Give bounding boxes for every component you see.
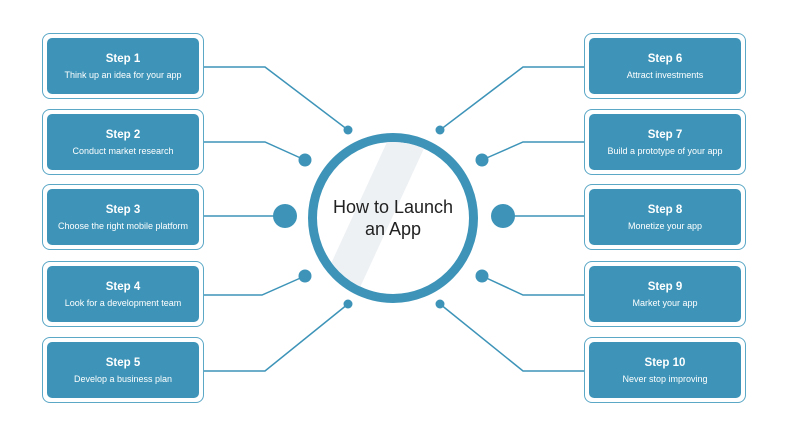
step-description: Look for a development team [64,297,182,308]
step-card-8: Step 8 Monetize your app [584,184,746,250]
connector-step-7 [481,141,586,161]
center-hub: How to Launch an App [308,133,478,303]
step-card-1-body: Step 1 Think up an idea for your app [47,38,199,94]
step-title: Step 1 [105,52,141,65]
step-card-5: Step 5 Develop a business plan [42,337,204,403]
step-title: Step 8 [647,203,683,216]
step-title: Step 10 [644,356,686,369]
connector-dot-10 [435,299,445,309]
step-card-2: Step 2 Conduct market research [42,109,204,175]
connector-dot-9 [475,269,489,283]
step-card-7-body: Step 7 Build a prototype of your app [589,114,741,170]
connector-dot-6 [435,125,445,135]
step-card-3-body: Step 3 Choose the right mobile platform [47,189,199,245]
connector-step-9 [481,275,586,296]
connector-step-6 [439,66,586,131]
connector-step-10 [439,303,586,372]
step-title: Step 7 [647,128,683,141]
step-title: Step 5 [105,356,141,369]
step-card-9-body: Step 9 Market your app [589,266,741,322]
step-description: Build a prototype of your app [607,145,723,156]
connector-step-5 [203,303,349,372]
step-card-1: Step 1 Think up an idea for your app [42,33,204,99]
connector-dot-8 [491,204,515,228]
step-description: Develop a business plan [73,373,173,384]
connector-dot-2 [298,153,312,167]
step-card-6: Step 6 Attract investments [584,33,746,99]
step-card-4-body: Step 4 Look for a development team [47,266,199,322]
step-card-9: Step 9 Market your app [584,261,746,327]
step-title: Step 6 [647,52,683,65]
step-card-10: Step 10 Never stop improving [584,337,746,403]
step-card-5-body: Step 5 Develop a business plan [47,342,199,398]
connector-dot-3 [273,204,297,228]
connector-step-1 [203,66,349,131]
connector-dot-5 [343,299,353,309]
step-card-8-body: Step 8 Monetize your app [589,189,741,245]
step-description: Attract investments [626,69,704,80]
step-card-6-body: Step 6 Attract investments [589,38,741,94]
step-card-2-body: Step 2 Conduct market research [47,114,199,170]
center-title: How to Launch an App [332,197,454,239]
connector-dot-4 [298,269,312,283]
connector-dot-7 [475,153,489,167]
step-card-10-body: Step 10 Never stop improving [589,342,741,398]
connector-dot-1 [343,125,353,135]
step-description: Choose the right mobile platform [57,220,189,231]
connector-step-4 [203,275,306,296]
step-title: Step 4 [105,280,141,293]
step-title: Step 3 [105,203,141,216]
step-card-7: Step 7 Build a prototype of your app [584,109,746,175]
step-description: Never stop improving [622,373,708,384]
step-description: Think up an idea for your app [64,69,182,80]
step-description: Market your app [632,297,698,308]
step-title: Step 9 [647,280,683,293]
connector-step-2 [203,141,306,161]
hub-sheen [317,142,427,294]
step-card-3: Step 3 Choose the right mobile platform [42,184,204,250]
step-title: Step 2 [105,128,141,141]
step-description: Conduct market research [72,145,174,156]
step-card-4: Step 4 Look for a development team [42,261,204,327]
step-description: Monetize your app [627,220,703,231]
